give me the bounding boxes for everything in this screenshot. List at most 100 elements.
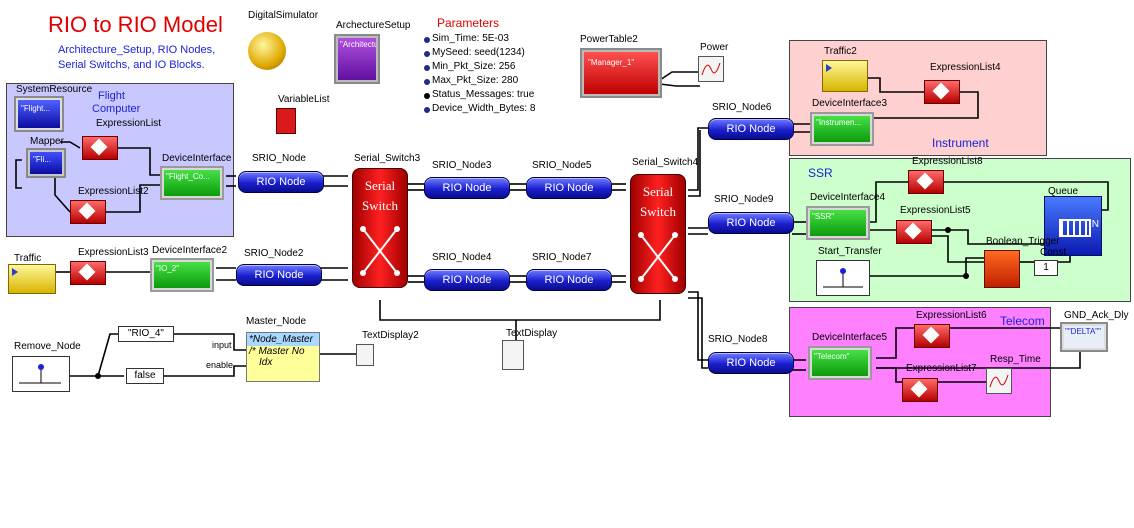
resp-time-label: Resp_Time <box>990 354 1041 365</box>
device-interface3-block[interactable]: "Instrumen... <box>810 112 874 146</box>
param-bullet-icon <box>424 51 430 57</box>
device-interface2-block[interactable]: "IO_2" <box>150 258 214 292</box>
srio-node3-block[interactable]: RIO Node <box>424 177 510 199</box>
model-title: RIO to RIO Model <box>48 12 223 37</box>
param-bullet-icon <box>424 107 430 113</box>
digital-simulator-icon[interactable] <box>248 32 286 70</box>
system-resource-inner: "Flight... <box>18 100 60 128</box>
power-table-label: PowerTable2 <box>580 34 638 45</box>
architecture-setup-block[interactable]: "Architectu... <box>334 34 380 84</box>
device-interface5-block[interactable]: "Telecom" <box>808 346 872 380</box>
variable-list-block[interactable] <box>276 108 296 134</box>
expression-list4-block[interactable] <box>924 80 960 104</box>
telecom-label: Telecom <box>1000 314 1045 328</box>
srio-node9-label: SRIO_Node9 <box>714 194 774 205</box>
play-icon <box>12 268 18 276</box>
param-status-messages[interactable]: Status_Messages: true <box>432 89 535 100</box>
resp-time-plot-icon[interactable] <box>986 368 1012 394</box>
queue-block[interactable]: N <box>1044 196 1102 256</box>
device-interface-inner: "Flight_Co... <box>164 170 220 196</box>
srio-node7-block[interactable]: RIO Node <box>526 269 612 291</box>
enable-port-label: enable <box>206 360 234 370</box>
text-display2-block[interactable] <box>356 344 374 366</box>
device-interface2-inner: "IO_2" <box>154 262 210 288</box>
srio-node9-block[interactable]: RIO Node <box>708 212 794 234</box>
srio-node5-label: SRIO_Node5 <box>532 160 592 171</box>
param-bullet-icon <box>424 37 430 43</box>
expression-list6-block[interactable] <box>914 324 950 348</box>
expression-list5-block[interactable] <box>896 220 932 244</box>
system-resource-block[interactable]: "Flight... <box>14 96 64 132</box>
remove-node-block[interactable] <box>12 356 70 392</box>
master-node-block[interactable]: *Node_Master /* Master No Idx <box>246 332 320 382</box>
remove-node-label: Remove_Node <box>14 341 81 352</box>
gnd-ack-dly-label: GND_Ack_Dly <box>1064 310 1129 321</box>
const-block[interactable]: 1 <box>1034 260 1058 276</box>
serial-switch4-line1: Serial <box>642 184 674 199</box>
traffic2-label: Traffic2 <box>824 46 857 57</box>
queue-label: Queue <box>1048 186 1079 197</box>
power-table-block[interactable]: "Manager_1" <box>580 48 662 98</box>
sine-wave-icon <box>989 374 1009 388</box>
srio-node8-block[interactable]: RIO Node <box>708 352 794 374</box>
param-device-width[interactable]: Device_Width_Bytes: 8 <box>432 103 536 114</box>
ssr-label: SSR <box>808 166 833 180</box>
power-table-inner: "Manager_1" <box>584 52 658 94</box>
device-interface-label: DeviceInterface <box>162 153 232 164</box>
trigger-step-icon <box>19 364 61 384</box>
srio-node6-block[interactable]: RIO Node <box>708 118 794 140</box>
param-bullet-icon <box>424 93 430 99</box>
traffic2-block[interactable] <box>822 60 868 92</box>
device-interface3-inner: "Instrumen... <box>814 116 870 142</box>
rio4-constant-block[interactable]: "RIO_4" <box>118 326 174 342</box>
serial-switch3-block[interactable]: Serial Switch <box>352 168 408 288</box>
serial-switch4-line2: Switch <box>639 204 677 219</box>
false-constant-block[interactable]: false <box>126 368 164 384</box>
digital-simulator-label: DigitalSimulator <box>248 10 319 21</box>
param-max-pkt[interactable]: Max_Pkt_Size: 280 <box>432 75 519 86</box>
architecture-setup-inner: "Architectu... <box>338 38 376 80</box>
device-interface4-inner: "SSR" <box>810 210 866 236</box>
text-display-block[interactable] <box>502 340 524 370</box>
param-sim-time[interactable]: Sim_Time: 5E-03 <box>432 33 509 44</box>
boolean-trigger-block[interactable] <box>984 250 1020 288</box>
expression-list3-block[interactable] <box>70 261 106 285</box>
expression-list7-block[interactable] <box>902 378 938 402</box>
srio-node6-label: SRIO_Node6 <box>712 102 772 113</box>
srio-node4-block[interactable]: RIO Node <box>424 269 510 291</box>
master-node-line2: /* Master No <box>249 346 305 357</box>
param-min-pkt[interactable]: Min_Pkt_Size: 256 <box>432 61 516 72</box>
mapper-block[interactable]: "Fli... <box>26 148 66 178</box>
serial-switch3-line2: Switch <box>361 198 399 213</box>
queue-slots-icon <box>1059 219 1091 237</box>
master-node-header: *Node_Master <box>247 333 319 346</box>
param-bullet-icon <box>424 65 430 71</box>
expression-list6-label: ExpressionList6 <box>916 310 987 321</box>
srio-node2-block[interactable]: RIO Node <box>236 264 322 286</box>
srio-node2-label: SRIO_Node2 <box>244 248 304 259</box>
srio-node4-label: SRIO_Node4 <box>432 252 492 263</box>
srio-node-block[interactable]: RIO Node <box>238 171 324 193</box>
param-myseed[interactable]: MySeed: seed(1234) <box>432 47 525 58</box>
model-subtitle-2: Serial Switchs, and IO Blocks. <box>58 59 205 71</box>
serial-switch4-block[interactable]: Serial Switch <box>630 174 686 294</box>
device-interface4-block[interactable]: "SSR" <box>806 206 870 240</box>
expression-list2-block[interactable] <box>70 200 106 224</box>
traffic-block[interactable] <box>8 264 56 294</box>
text-display2-label: TextDisplay2 <box>362 330 419 341</box>
srio-node5-block[interactable]: RIO Node <box>526 177 612 199</box>
gnd-ack-dly-block[interactable]: ""DELTA"" <box>1060 322 1108 352</box>
mapper-label: Mapper <box>30 136 64 147</box>
flight-computer-label-1: Flight <box>98 90 125 102</box>
expression-list-block[interactable] <box>82 136 118 160</box>
start-transfer-block[interactable] <box>816 260 870 296</box>
expression-list8-block[interactable] <box>908 170 944 194</box>
play-icon <box>826 64 832 72</box>
device-interface-block[interactable]: "Flight_Co... <box>160 166 224 200</box>
expression-list2-label: ExpressionList2 <box>78 186 149 197</box>
power-plot-icon[interactable] <box>698 56 724 82</box>
mapper-inner: "Fli... <box>30 152 62 174</box>
trigger-step-icon <box>823 268 863 288</box>
expression-list3-label: ExpressionList3 <box>78 247 149 258</box>
crossbar-icon <box>360 226 400 276</box>
